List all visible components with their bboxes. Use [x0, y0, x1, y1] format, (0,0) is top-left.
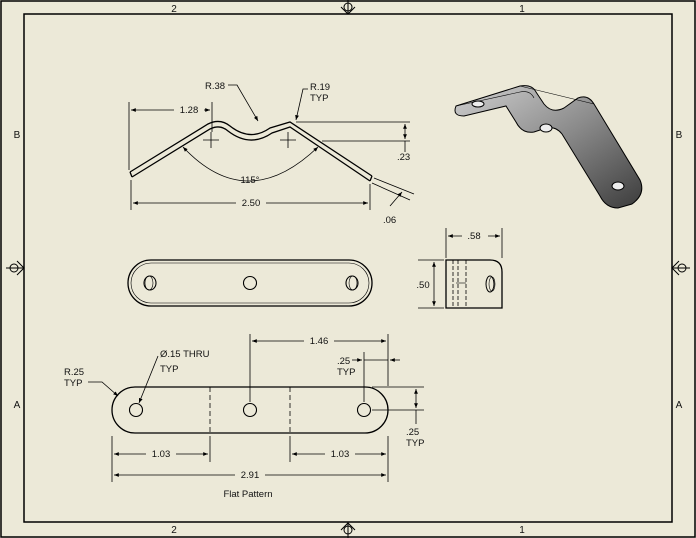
- r38-label: R.38: [205, 81, 225, 92]
- iso-bracket-body: [454, 85, 643, 209]
- zone-label-right-a: A: [676, 400, 683, 411]
- hole-typ-label: TYP: [160, 364, 178, 375]
- dim-0-06: [371, 177, 415, 207]
- dim-1-46-label: 1.46: [310, 336, 329, 347]
- zone-label-bottom-1: 1: [519, 525, 525, 536]
- r19-leader: [295, 88, 308, 121]
- dim-0-23: [296, 121, 410, 152]
- centering-mark-top: [340, 0, 356, 15]
- zone-label-left-a: A: [14, 400, 21, 411]
- front-view-profile: [129, 120, 373, 182]
- dim-0-23-label: .23: [397, 152, 410, 163]
- angle-label: 115°: [241, 175, 260, 186]
- dim-0-25-horizontal: [352, 352, 400, 402]
- hole-leader: [138, 355, 159, 404]
- dim-0-25-vertical-typ: TYP: [406, 438, 424, 449]
- zone-label-bottom-2: 2: [171, 525, 177, 536]
- iso-hole-center: [539, 123, 553, 133]
- top-view-hole-right: [345, 275, 359, 291]
- centering-mark-right: [671, 260, 690, 276]
- centering-mark-bottom: [340, 522, 356, 538]
- top-view: [127, 259, 373, 307]
- top-view-hole-center: [242, 275, 258, 291]
- top-view-outline: [127, 259, 373, 307]
- dim-2-50-label: 2.50: [242, 198, 261, 209]
- r19-label: R.19: [310, 82, 330, 93]
- flat-hole-right: [356, 402, 372, 418]
- dim-0-50: [418, 259, 444, 309]
- dim-0-58-label: .58: [467, 231, 480, 242]
- flat-pattern-title: Flat Pattern: [223, 489, 272, 500]
- hole-label: Ø.15 THRU: [160, 349, 210, 360]
- r19-typ-label: TYP: [310, 93, 328, 104]
- zone-label-right-b: B: [676, 130, 683, 141]
- centering-mark-left: [6, 260, 25, 276]
- iso-hole-left: [471, 100, 485, 108]
- dim-0-25-horizontal-typ: TYP: [337, 367, 355, 378]
- dim-1-03-left-label: 1.03: [152, 449, 171, 460]
- r25-label: R.25: [64, 367, 84, 378]
- side-view: .58 .50: [413, 228, 503, 309]
- bend-center-marks: [203, 132, 296, 148]
- dim-0-50-label: .50: [416, 280, 429, 291]
- zone-label-top-1: 1: [519, 4, 525, 15]
- dim-0-25-horizontal-label: .25: [337, 356, 350, 367]
- top-view-hole-left: [143, 275, 157, 291]
- r38-leader: [228, 84, 259, 122]
- zone-label-top-2: 2: [171, 4, 177, 15]
- dim-0-25-vertical: [372, 386, 424, 424]
- flat-pattern-view: R.25 TYP Ø.15 THRU TYP 1.46 .25 TYP .25 …: [64, 334, 424, 500]
- iso-hole-right: [611, 181, 625, 191]
- zone-label-left-b: B: [14, 130, 21, 141]
- flat-hole-center: [242, 402, 258, 418]
- dim-1-28-label: 1.28: [180, 105, 199, 116]
- angle-arc: [182, 146, 319, 182]
- dim-1-03-right-label: 1.03: [331, 449, 350, 460]
- isometric-view: [454, 85, 643, 209]
- front-view: 115° R.38 R.19 TYP 1.28 .23 2.50: [128, 81, 415, 226]
- dim-0-06-label: .06: [383, 215, 396, 226]
- flat-hole-left: [128, 402, 144, 418]
- side-view-outline: [445, 259, 503, 309]
- dim-0-25-vertical-label: .25: [406, 427, 419, 438]
- r25-typ-label: TYP: [64, 378, 82, 389]
- r25-leader: [88, 381, 119, 397]
- dim-2-91-label: 2.91: [241, 470, 260, 481]
